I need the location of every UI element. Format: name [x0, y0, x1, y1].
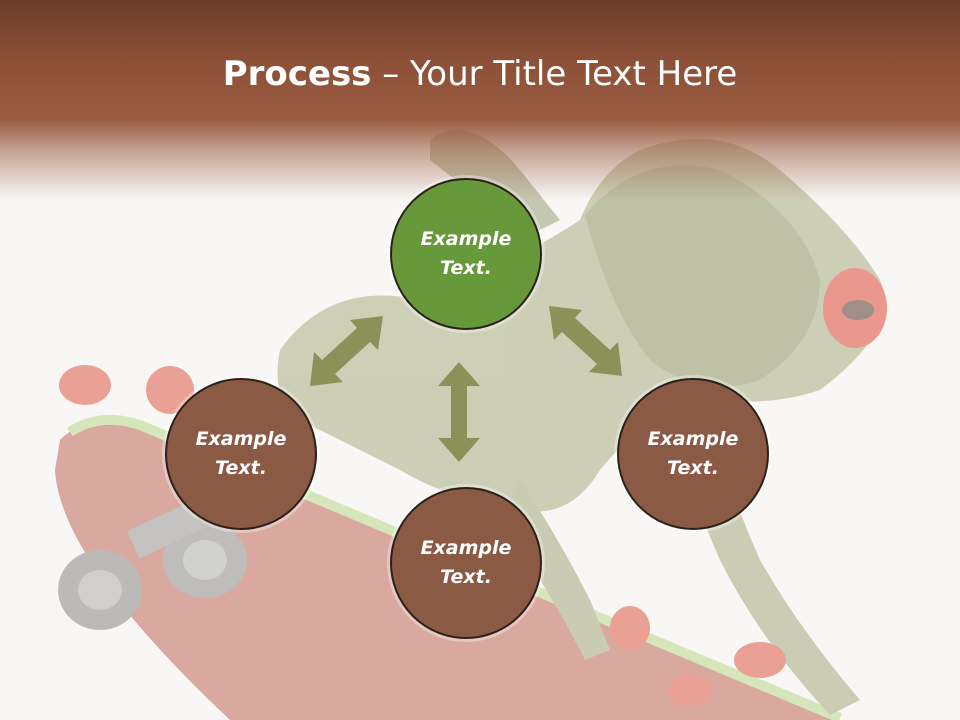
process-node-bottom-label: Example Text. — [420, 537, 512, 588]
process-node-left-label: Example Text. — [195, 428, 287, 479]
process-node-top[interactable]: Example Text. — [390, 178, 542, 330]
double-arrow-top-left-icon — [310, 316, 383, 386]
slide-title-rest: – Your Title Text Here — [371, 54, 738, 94]
slide-title-bold: Process — [222, 54, 372, 94]
title-band — [0, 0, 960, 200]
double-arrow-top-right-icon — [549, 306, 622, 376]
process-node-right[interactable]: Example Text. — [617, 378, 769, 530]
process-node-left[interactable]: Example Text. — [165, 378, 317, 530]
process-node-right-label: Example Text. — [647, 428, 739, 479]
slide-title: Process – Your Title Text Here — [0, 52, 960, 96]
double-arrow-vertical-icon — [438, 362, 480, 462]
process-node-bottom[interactable]: Example Text. — [390, 487, 542, 639]
process-node-top-label: Example Text. — [420, 228, 512, 279]
